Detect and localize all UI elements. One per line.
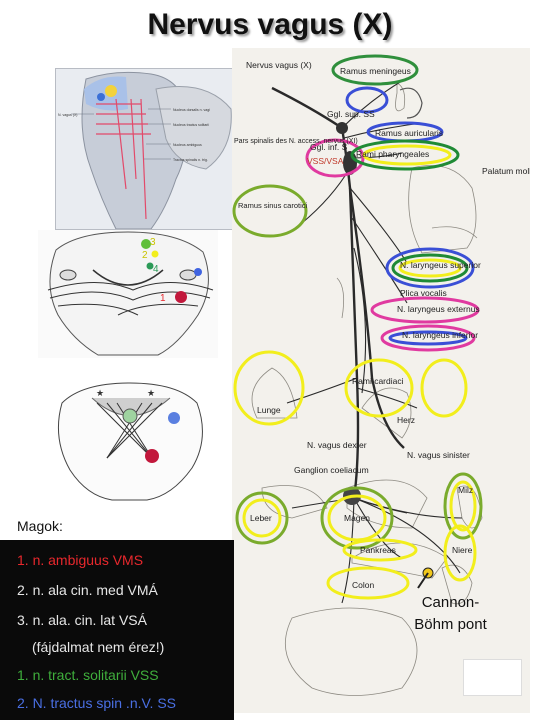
label-pankreas: Pankreas <box>360 545 396 555</box>
nucleus-number-3: 3 <box>150 237 156 248</box>
label-magen: Magen <box>344 513 370 523</box>
label-ggl-sup: Ggl. sup. SS <box>327 109 375 119</box>
label-nervus-vagus: Nervus vagus (X) <box>246 60 312 70</box>
label-rami-cardiaci: Rami cardiaci <box>352 376 404 386</box>
svg-text:★: ★ <box>96 388 104 398</box>
svg-text:★: ★ <box>147 388 155 398</box>
vagus-anatomy-illustration: Nervus vagus (X) Ramus meningeus Ggl. su… <box>232 48 536 713</box>
label-ggl-inf: Ggl. inf. S <box>310 142 348 152</box>
label-n-laryngeus-externus: N. laryngeus externus <box>397 304 480 314</box>
legend-item-4: 1. n. tract. solitarii VSS <box>17 667 159 683</box>
label-plica-vocalis: Plica vocalis <box>400 288 447 298</box>
label-ganglion-coeliacum: Ganglion coeliacum <box>294 465 369 475</box>
svg-text:Tractus spinalis n. trig.: Tractus spinalis n. trig. <box>173 158 208 162</box>
medulla-cross-section-1: 3 2 4 1 <box>38 230 218 358</box>
label-ramus-sinus-carotici: Ramus sinus carotici <box>238 201 308 210</box>
label-palatum-molle: Palatum molle <box>482 166 530 176</box>
label-leber: Leber <box>250 513 272 523</box>
brainstem-illustration: Nucleus dorsalis n. vagi Nucleus tractus… <box>55 68 237 230</box>
label-colon: Colon <box>352 580 374 590</box>
label-ramus-meningeus: Ramus meningeus <box>340 66 411 76</box>
nucleus-number-4: 4 <box>153 264 159 275</box>
label-n-vagus-sinister: N. vagus sinister <box>407 450 470 460</box>
svg-text:Nucleus tractus solitarii: Nucleus tractus solitarii <box>173 123 209 127</box>
legend-item-5: 2. N. tractus spin .n.V. SS <box>17 695 177 711</box>
label-niere: Niere <box>452 545 473 555</box>
label-herz: Herz <box>397 415 415 425</box>
legend-heading: Magok: <box>17 518 63 534</box>
svg-text:Nucleus dorsalis n. vagi: Nucleus dorsalis n. vagi <box>173 108 210 112</box>
label-n-vagus-dexter: N. vagus dexter <box>307 440 367 450</box>
medulla-cross-section-2: ★★ <box>52 378 207 503</box>
label-n-laryngeus-superior: N. laryngeus superior <box>400 260 481 270</box>
legend-item-3: 3. n. ala. cin. lat VSÁ <box>17 612 147 628</box>
nucleus-number-2: 2 <box>142 250 148 261</box>
legend-item-1: 1. n. ambiguus VMS <box>17 552 144 568</box>
cannon-label-line-1: Cannon- <box>421 594 480 611</box>
label-n-laryngeus-inferior: N. laryngeus inferior <box>402 330 478 340</box>
cannon-bohm-point-label: Cannon- Böhm pont <box>403 592 498 636</box>
label-lunge: Lunge <box>257 405 281 415</box>
label-vss-vsa: VSS/VSA <box>307 156 344 166</box>
cannon-label-line-2: Böhm pont <box>414 616 487 633</box>
legend-item-2: 2. n. ala cin. med VMÁ <box>17 582 158 598</box>
label-milz: Milz <box>458 485 473 495</box>
label-pars-spinalis: Pars spinalis des N. access. nervus (XI) <box>234 138 358 145</box>
legend-note: (fájdalmat nem érez!) <box>32 639 165 655</box>
svg-text:Nucleus ambiguus: Nucleus ambiguus <box>173 143 202 147</box>
blank-box <box>463 659 522 696</box>
nuclei-legend: 1. n. ambiguus VMS 2. n. ala cin. med VM… <box>0 540 234 720</box>
label-rami-pharyngeales: Rami pharyngeales <box>356 149 429 159</box>
svg-text:N. vagus (X): N. vagus (X) <box>58 113 77 117</box>
slide-title: Nervus vagus (X) <box>147 8 393 41</box>
label-ramus-auricularis: Ramus auricularis <box>375 128 443 138</box>
nucleus-number-1: 1 <box>160 293 166 304</box>
